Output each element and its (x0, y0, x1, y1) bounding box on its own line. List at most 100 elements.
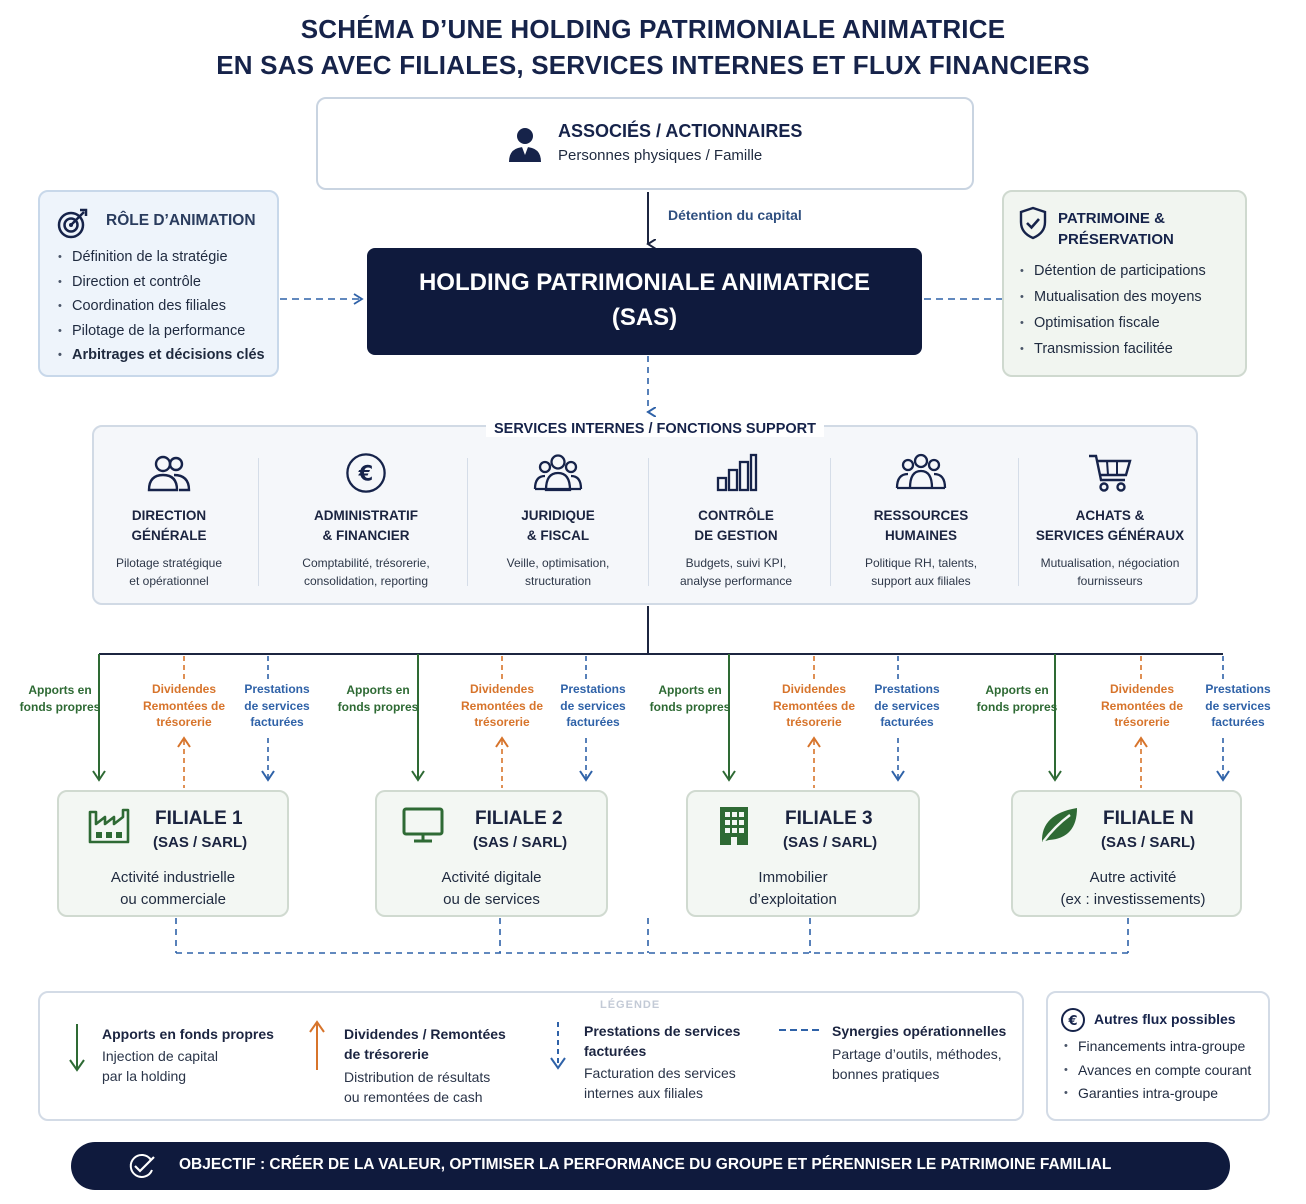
service-title: HUMAINES (884, 528, 957, 543)
filiale-name: FILIALE 1 (155, 808, 243, 829)
filiale-n-box: FILIALE N (SAS / SARL) Autre activité(ex… (1011, 790, 1242, 917)
legend-blue-dashed-arrow-icon (550, 1022, 566, 1070)
service-title: GÉNÉRALE (131, 528, 207, 543)
legend-dividendes-title: de trésorerie (344, 1046, 429, 1062)
legend-prestations-desc: internes aux filiales (584, 1085, 704, 1101)
prestations-label-line: Prestations (1205, 682, 1271, 696)
service-title: JURIDIQUE (521, 508, 595, 523)
holding-form: (SAS) (611, 304, 678, 331)
role-item: Définition de la stratégie (58, 245, 265, 270)
bar-chart-icon (716, 453, 758, 492)
prestations-label-line: de services (874, 698, 940, 713)
service-desc: Mutualisation, négociation (1040, 556, 1180, 570)
dividendes-label-line: Remontées de (772, 698, 856, 713)
prestations-label-line: facturées (566, 715, 620, 729)
shield-icon (1019, 206, 1047, 240)
role-title: RÔLE D’ANIMATION (106, 212, 256, 229)
service-title: SERVICES GÉNÉRAUX (1035, 528, 1185, 543)
legend-synergies-title: Synergies opérationnelles (832, 1023, 1007, 1039)
legend-dividendes-desc: Distribution de résultats (344, 1069, 491, 1085)
filiale-name: FILIALE N (1103, 808, 1194, 829)
associes-title: ASSOCIÉS / ACTIONNAIRES (558, 121, 803, 141)
prestations-label-line: Prestations (874, 682, 940, 696)
filiale-desc: Activité digitale (441, 869, 542, 886)
apports-label-line: fonds propres (649, 699, 731, 714)
services-divider (258, 458, 259, 586)
dividendes-arrow-head (1134, 736, 1148, 748)
filiale-desc: Immobilier (758, 869, 828, 886)
autres-flux-list: Financements intra-groupe Avances en com… (1064, 1035, 1251, 1106)
apports-label-line: Apports en (658, 683, 722, 697)
role-item: Pilotage de la performance (58, 319, 265, 344)
filiale-desc: d’exploitation (749, 891, 837, 908)
patrimoine-list: Détention de participations Mutualisatio… (1020, 258, 1206, 362)
prestations-label-line: Prestations (244, 682, 310, 696)
prestations-arrow-head (261, 770, 275, 782)
service-desc: consolidation, reporting (303, 574, 429, 588)
services-divider (648, 458, 649, 586)
role-item: Direction et contrôle (58, 270, 265, 295)
dividendes-label-line: trésorerie (156, 715, 212, 729)
apports-arrow-head (411, 770, 425, 782)
leaf-icon (1041, 808, 1077, 843)
dividendes-arrow-head (807, 736, 821, 748)
legend-orange-arrow-icon (309, 1020, 325, 1070)
service-desc: support aux filiales (871, 574, 971, 588)
target-icon (57, 208, 88, 239)
service-title: & FISCAL (526, 528, 590, 543)
filiale-type: (SAS / SARL) (153, 834, 248, 851)
objectif-banner: OBJECTIF : CRÉER DE LA VALEUR, OPTIMISER… (71, 1142, 1230, 1190)
dividendes-label-line: Remontées de (460, 698, 544, 713)
objectif-text: OBJECTIF : CRÉER DE LA VALEUR, OPTIMISER… (179, 1156, 1112, 1173)
filiale-desc: (ex : investissements) (1060, 891, 1206, 908)
legend-synergies-desc: bonnes pratiques (832, 1066, 940, 1082)
services-box (92, 425, 1198, 605)
svg-text:€: € (1067, 1014, 1077, 1029)
building-icon (720, 807, 748, 845)
apports-label-line: Apports en (346, 683, 410, 697)
filiale-desc: ou de services (443, 891, 540, 908)
role-item: Coordination des filiales (58, 294, 265, 319)
filiale-type: (SAS / SARL) (783, 834, 878, 851)
apports-arrow-head (1048, 770, 1062, 782)
detention-label: Détention du capital (668, 207, 802, 223)
euro-icon: € (1061, 1008, 1085, 1032)
autres-flux-item: Avances en compte courant (1064, 1059, 1251, 1083)
service-title: CONTRÔLE (698, 508, 774, 523)
dividendes-label-line: trésorerie (786, 715, 842, 729)
services-title: SERVICES INTERNES / FONCTIONS SUPPORT (486, 421, 825, 437)
group-icon (533, 454, 583, 492)
dividendes-label-line: Dividendes (781, 682, 847, 696)
legend-dashed-line-icon (779, 1029, 819, 1031)
service-achats-services-generaux: ACHATS &SERVICES GÉNÉRAUX Mutualisation,… (1030, 452, 1190, 592)
apports-label: Apports en fonds propres (635, 682, 745, 715)
prestations-arrow-head (891, 770, 905, 782)
patrimoine-item: Optimisation fiscale (1020, 310, 1206, 336)
legend-apports-desc: Injection de capital (102, 1048, 218, 1064)
service-desc: Veille, optimisation, (506, 556, 610, 570)
monitor-icon (402, 807, 444, 843)
autres-flux-box: € Autres flux possibles Financements int… (1046, 991, 1270, 1121)
prestations-label-line: de services (244, 698, 310, 713)
apports-arrow-head (92, 770, 106, 782)
filiale-1-box: FILIALE 1 (SAS / SARL) Activité industri… (57, 790, 289, 917)
service-title: & FINANCIER (322, 528, 410, 543)
service-title: ADMINISTRATIF (314, 508, 418, 523)
prestations-label-line: facturées (1211, 715, 1265, 729)
legend-green-arrow-icon (69, 1024, 85, 1072)
legend-synergies-desc: Partage d’outils, méthodes, (832, 1046, 1002, 1062)
autres-flux-title: Autres flux possibles (1094, 1011, 1236, 1027)
associes-subtitle: Personnes physiques / Famille (558, 147, 763, 164)
apports-label-line: fonds propres (19, 699, 101, 714)
legend-apports-desc: par la holding (102, 1068, 187, 1084)
filiale-type: (SAS / SARL) (1101, 834, 1196, 851)
